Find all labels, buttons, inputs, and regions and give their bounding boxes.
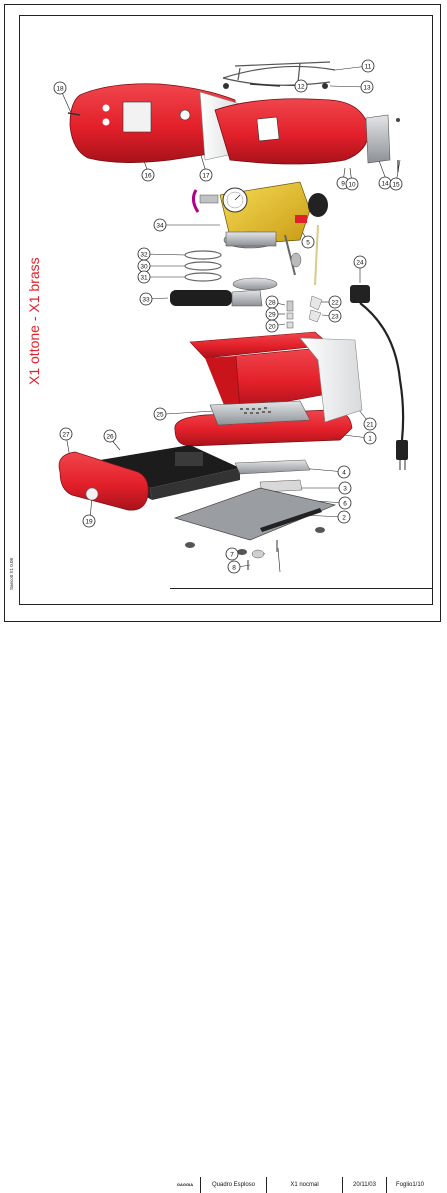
callout-label: 20 [268, 323, 276, 330]
callout-circle [337, 510, 351, 524]
part-cup-grid [209, 400, 311, 426]
callout-circle [82, 514, 96, 528]
part-gaskets [184, 250, 222, 282]
part-cup-rail [222, 61, 336, 86]
callout-circle [153, 407, 167, 421]
callout-circle [361, 59, 375, 73]
callout-circle [337, 465, 351, 479]
callout-label: 28 [268, 299, 276, 306]
callout-circle [338, 481, 352, 495]
callout-label: 27 [62, 431, 70, 438]
callout-label: 19 [85, 518, 93, 525]
callout-label: 6 [343, 500, 347, 507]
callout-circle [59, 427, 73, 441]
callout-circle [103, 429, 117, 443]
callout-circle [363, 431, 377, 445]
callout-label: 2 [342, 514, 346, 521]
callout-label: 22 [331, 299, 339, 306]
callout-label: 13 [363, 84, 371, 91]
callout-label: 8 [232, 564, 236, 571]
title-block-date: 20/11/03 [342, 1177, 386, 1193]
callout-label: 30 [140, 263, 148, 270]
callout-circle [153, 218, 167, 232]
callout-circle [141, 168, 155, 182]
callout-label: 15 [392, 181, 400, 188]
title-block-subject: Quadro Esploso [200, 1177, 266, 1193]
callout-circle [360, 80, 374, 94]
inner-border [19, 15, 433, 605]
callout-label: 31 [140, 274, 148, 281]
callout-label: 18 [56, 85, 64, 92]
part-brew-group [191, 181, 328, 286]
callout-circle [137, 247, 151, 261]
callout-circle [301, 235, 315, 249]
title-block-model: X1 nocmal [266, 1177, 342, 1193]
part-front-panel [58, 451, 149, 511]
outer-border [4, 4, 441, 622]
callout-label: 21 [366, 421, 374, 428]
drawing-sheet: X1 ottone - X1 brass Saeco0 X1 0.08 [4, 4, 441, 1193]
part-small-screws-top [223, 83, 328, 89]
callout-circle [137, 270, 151, 284]
callout-label: 25 [156, 411, 164, 418]
callout-label: 24 [356, 259, 364, 266]
callout-label: 16 [144, 172, 152, 179]
callout-circle [227, 560, 241, 574]
callout-label: 17 [202, 172, 210, 179]
part-side-panel [299, 337, 363, 423]
callout-label: 9 [341, 180, 345, 187]
callout-circle [389, 177, 403, 191]
part-back-plate [365, 114, 400, 172]
callout-circle [225, 547, 239, 561]
callout-label: 34 [156, 222, 164, 229]
callout-circle [265, 307, 279, 321]
callout-circle [328, 309, 342, 323]
callout-circle [353, 255, 367, 269]
part-fittings [286, 295, 323, 329]
part-portafilter [170, 277, 278, 307]
part-top-housing [67, 83, 369, 165]
callout-circle [53, 81, 67, 95]
callout-label: 10 [348, 181, 356, 188]
callout-circle [294, 79, 308, 93]
callout-circle [345, 177, 359, 191]
callout-label: 14 [381, 180, 389, 187]
callout-circle [139, 292, 153, 306]
title-block-sheet: Foglio1/10 [386, 1177, 433, 1193]
callout-label: 11 [365, 63, 372, 70]
callout-label: 4 [342, 469, 346, 476]
callout-label: 23 [331, 313, 339, 320]
part-power-cord [350, 285, 408, 470]
callout-circle [328, 295, 342, 309]
callout-label: 1 [368, 435, 372, 442]
callout-label: 29 [268, 311, 276, 318]
exploded-view: 1234567891011121314151617181920212223242… [53, 59, 408, 574]
callout-circle [338, 496, 352, 510]
callout-label: 5 [306, 239, 310, 246]
brand-logo: GAGGIA [176, 1182, 194, 1187]
callout-label: 12 [297, 83, 305, 90]
callout-circle [363, 417, 377, 431]
title-block: GAGGIA Quadro Esploso X1 nocmal 20/11/03… [170, 588, 433, 1193]
callout-label: 26 [106, 433, 114, 440]
part-feet-screws [185, 527, 325, 570]
callout-label: 32 [140, 251, 148, 258]
callout-label: 7 [230, 551, 234, 558]
callout-label: 3 [343, 485, 347, 492]
part-base-plates [173, 459, 337, 541]
title-block-brand: GAGGIA [170, 1177, 200, 1193]
callout-circle [199, 168, 213, 182]
callout-label: 33 [142, 296, 150, 303]
